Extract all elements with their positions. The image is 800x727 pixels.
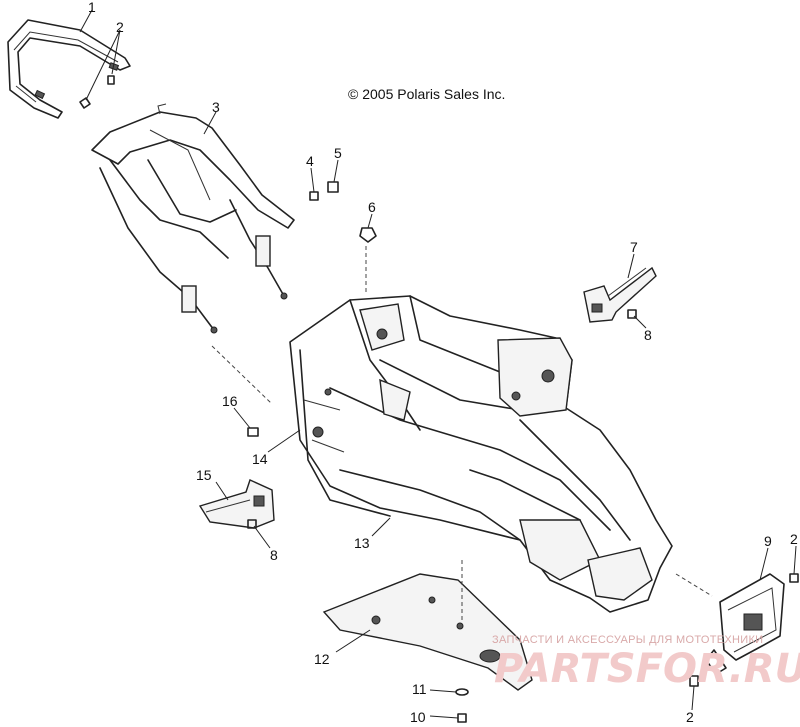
callout-8-right: 8 <box>644 327 652 343</box>
part-footrest-right <box>583 266 657 323</box>
part-rear-bumper <box>7 19 131 119</box>
callout-11: 11 <box>412 681 427 697</box>
callout-15: 15 <box>196 467 212 483</box>
callout-13: 13 <box>354 535 370 551</box>
callout-6: 6 <box>368 199 376 215</box>
part-main-frame <box>289 295 673 613</box>
watermark-tagline: ЗАПЧАСТИ И АКСЕССУАРЫ ДЛЯ МОТОТЕХНИКИ <box>492 634 763 646</box>
part-skid-plate <box>322 573 533 691</box>
callouts: 1 2 3 4 5 6 7 8 16 14 15 8 13 9 2 2 12 1… <box>88 0 798 725</box>
callout-16: 16 <box>222 393 238 409</box>
part-hardware-4-5-6 <box>309 181 377 243</box>
callout-10: 10 <box>410 709 426 725</box>
callout-12: 12 <box>314 651 330 667</box>
part-bolt-16 <box>247 427 259 437</box>
callout-2-bottom: 2 <box>686 709 694 725</box>
part-front-bumper <box>689 573 799 687</box>
part-bolts-top <box>79 75 115 109</box>
part-footrest-left <box>198 479 275 529</box>
watermark: ЗАПЧАСТИ И АКСЕССУАРЫ ДЛЯ МОТОТЕХНИКИ PA… <box>492 634 800 692</box>
callout-8-left: 8 <box>270 547 278 563</box>
callout-7: 7 <box>630 239 638 255</box>
callout-14: 14 <box>252 451 268 467</box>
callout-4: 4 <box>306 153 314 169</box>
callout-3: 3 <box>212 99 220 115</box>
copyright-text: © 2005 Polaris Sales Inc. <box>348 86 505 102</box>
callout-2-right: 2 <box>790 531 798 547</box>
leader-lines <box>79 9 797 719</box>
part-hardware-10-11 <box>455 688 469 723</box>
part-rear-subframe <box>91 103 295 334</box>
callout-1: 1 <box>88 0 96 15</box>
callout-5: 5 <box>334 145 342 161</box>
alignment-lines <box>211 246 713 622</box>
callout-2-top: 2 <box>116 19 124 35</box>
callout-9: 9 <box>764 533 772 549</box>
watermark-logo: PARTSFOR.RU <box>494 646 800 692</box>
